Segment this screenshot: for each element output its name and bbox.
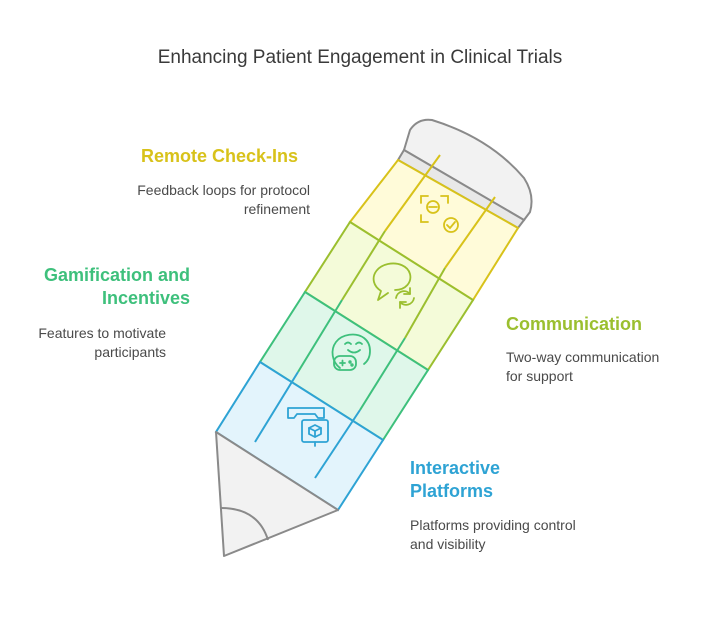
description-line: Features to motivate bbox=[38, 325, 166, 341]
description-line: Two-way communication bbox=[506, 349, 660, 365]
user-check-icon bbox=[420, 195, 459, 233]
description-line: and visibility bbox=[410, 536, 486, 552]
remote-check-ins-heading: Remote Check-Ins bbox=[140, 146, 298, 166]
interactive-platforms-heading: Interactive Platforms bbox=[410, 457, 610, 503]
communication-heading: Communication bbox=[506, 314, 643, 334]
chat-refresh-icon bbox=[372, 262, 415, 309]
heading-line: Gamification and bbox=[43, 265, 190, 285]
interactive-platforms-description: Platforms providing control and visibili… bbox=[410, 516, 630, 554]
description-line: Platforms providing control bbox=[410, 517, 576, 533]
communication-description: Two-way communication for support bbox=[506, 348, 706, 386]
description-line: Feedback loops for protocol bbox=[137, 182, 310, 198]
page-title: Enhancing Patient Engagement in Clinical… bbox=[157, 47, 563, 68]
pencil-segment-interactive-platforms bbox=[214, 360, 385, 512]
remote-check-ins-description: Feedback loops for protocol refinement bbox=[80, 181, 310, 219]
gamification-heading: Gamification and Incentives bbox=[20, 264, 190, 310]
heading-line: Incentives bbox=[101, 288, 190, 308]
description-line: refinement bbox=[243, 201, 310, 217]
gamepad-smile-icon bbox=[331, 333, 371, 371]
heading-line: Platforms bbox=[410, 481, 494, 501]
description-line: participants bbox=[94, 344, 166, 360]
pencil-tip bbox=[215, 431, 339, 557]
vr-cube-icon bbox=[287, 407, 329, 447]
description-line: for support bbox=[506, 368, 573, 384]
heading-line: Interactive bbox=[410, 458, 501, 478]
gamification-description: Features to motivate participants bbox=[20, 324, 166, 362]
